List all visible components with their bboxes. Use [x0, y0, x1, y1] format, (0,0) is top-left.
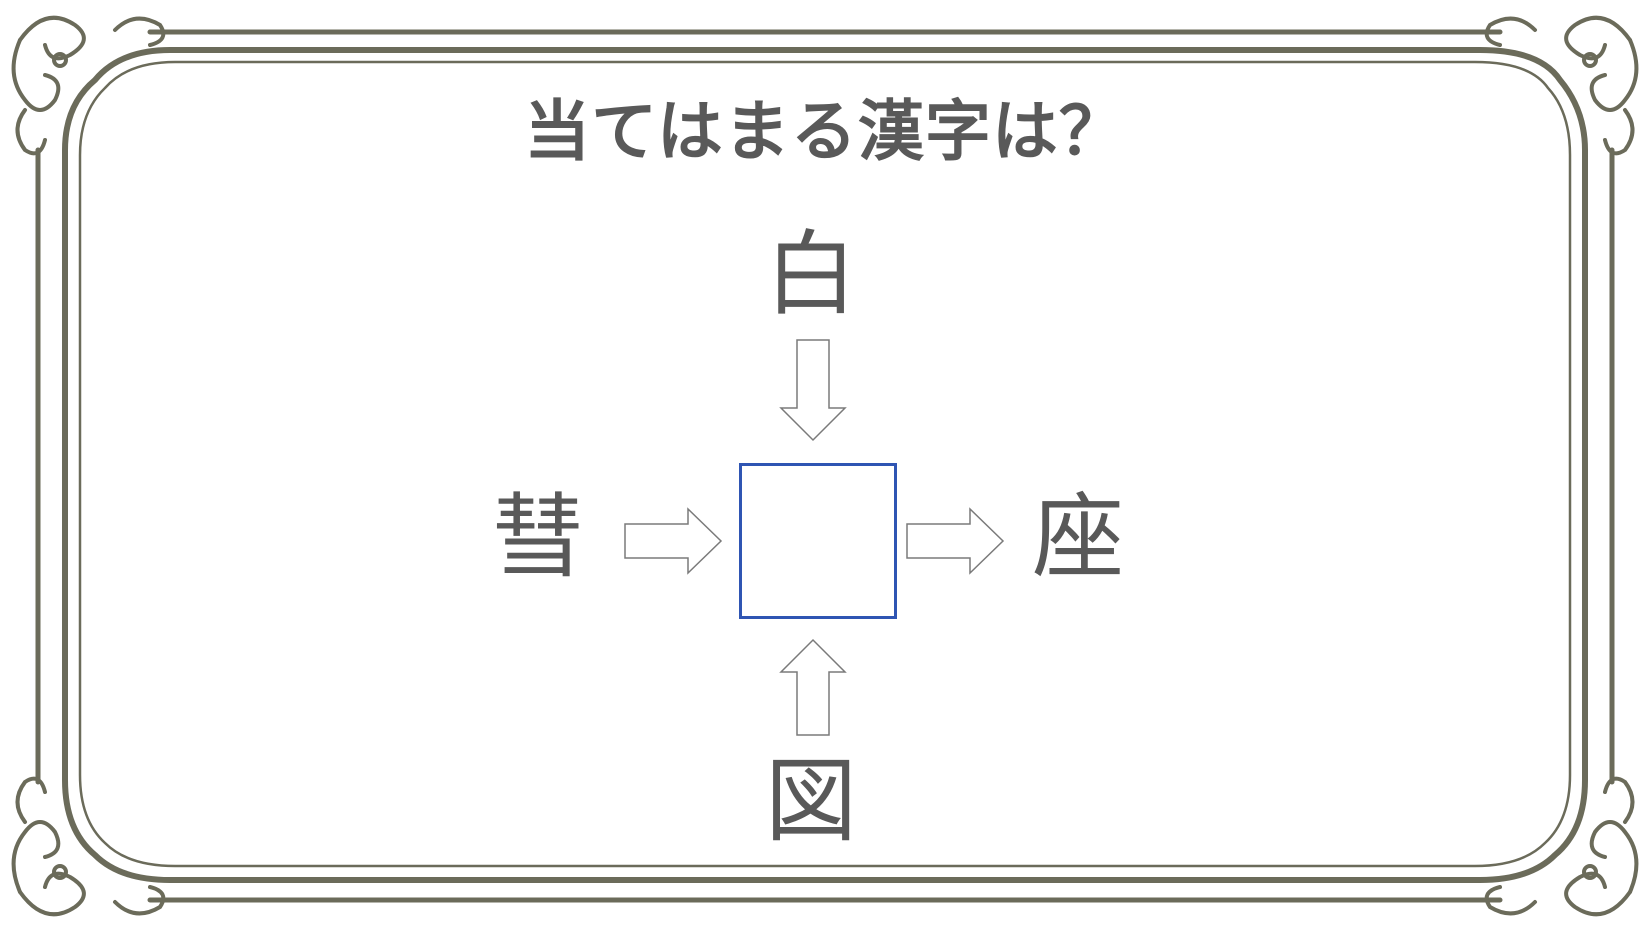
arrow-right-icon [624, 507, 723, 575]
clue-kanji-right: 座 [1031, 484, 1124, 591]
clue-kanji-left: 彗 [491, 484, 584, 591]
flourish-ornament-icon [11, 15, 1639, 917]
arrow-right-icon [906, 507, 1005, 575]
answer-box[interactable] [739, 463, 897, 619]
page-title: 当てはまる漢字は？ [524, 93, 1126, 170]
clue-kanji-bottom: 図 [764, 748, 857, 855]
arrow-down-icon [779, 339, 847, 442]
clue-kanji-top: 白 [764, 221, 857, 328]
arrow-up-icon [779, 638, 847, 736]
